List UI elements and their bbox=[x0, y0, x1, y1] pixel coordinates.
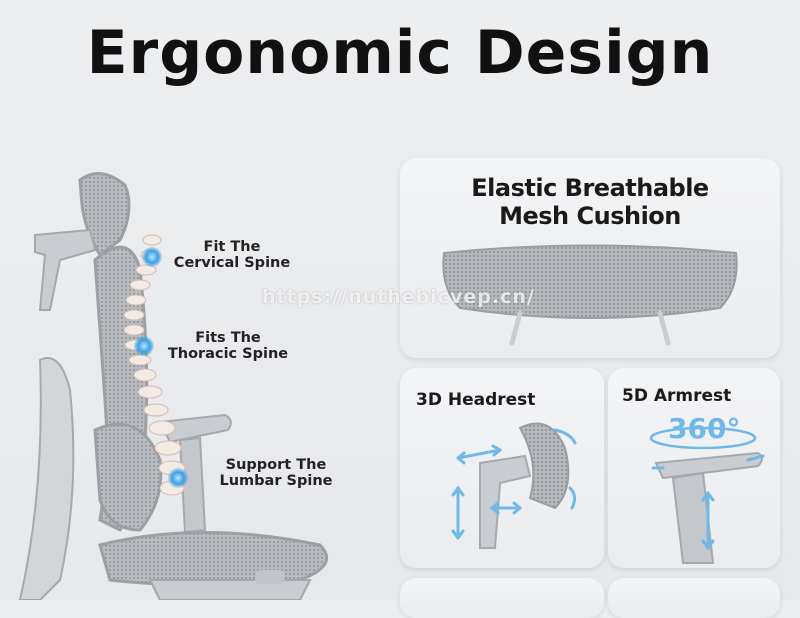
watermark: https://nuthebicvep.cn/ bbox=[262, 286, 535, 308]
armrest-title: 5D Armrest bbox=[622, 386, 732, 406]
lumbar-label: Support The Lumbar Spine bbox=[219, 457, 333, 489]
caster bbox=[255, 570, 285, 584]
chair-illustration bbox=[18, 172, 329, 600]
armrest-shape bbox=[158, 413, 232, 444]
seat-base bbox=[148, 579, 312, 600]
cervical-label: Fit The Cervical Spine bbox=[173, 239, 291, 271]
back-frame bbox=[18, 357, 75, 600]
armrest-card: 5D Armrest 360° bbox=[608, 368, 780, 568]
headrest-title: 3D Headrest bbox=[416, 390, 536, 410]
lumbar-pad bbox=[93, 422, 163, 532]
mesh-cushion-title: Elastic Breathable Mesh Cushion bbox=[471, 174, 709, 230]
armrest-post bbox=[178, 436, 207, 534]
thoracic-label: Fits The Thoracic Spine bbox=[167, 330, 289, 362]
headrest-bracket bbox=[34, 228, 97, 311]
armrest-image bbox=[649, 426, 765, 564]
seat-shape bbox=[98, 531, 329, 587]
headrest-shape bbox=[78, 172, 131, 258]
headrest-card: 3D Headrest bbox=[400, 368, 604, 568]
bottom-card-right bbox=[608, 578, 780, 618]
lumbar-marker-icon bbox=[168, 468, 188, 488]
mesh-cushion-image bbox=[442, 244, 738, 346]
page-title: Ergonomic Design bbox=[86, 18, 714, 88]
bottom-card-left bbox=[400, 578, 604, 618]
thoracic-marker-icon bbox=[134, 336, 154, 356]
mesh-cushion-card: Elastic Breathable Mesh Cushion bbox=[400, 158, 780, 358]
cervical-marker-icon bbox=[142, 247, 162, 267]
headrest-image bbox=[451, 422, 577, 549]
